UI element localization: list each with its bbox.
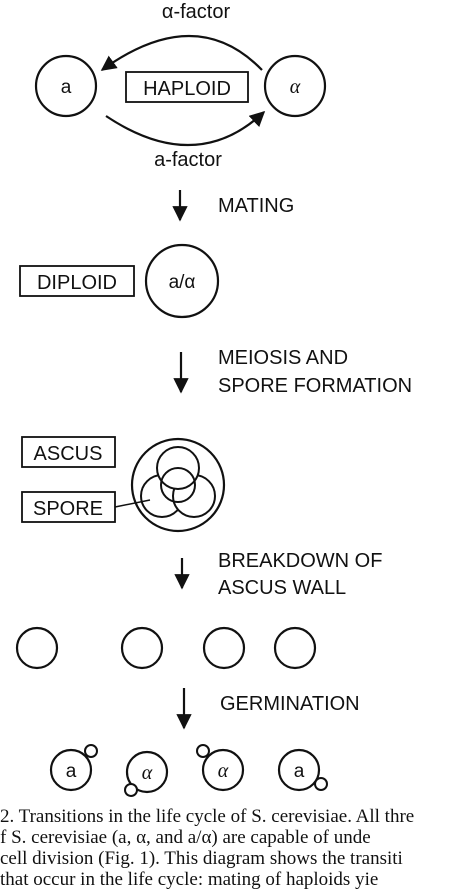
haploid-alpha-cell-label: α — [290, 76, 301, 98]
free-spore — [120, 626, 164, 670]
haploid-alpha-cell — [263, 54, 327, 118]
ascus-label: ASCUS — [34, 443, 103, 465]
haploid-a-cell — [34, 54, 98, 118]
meiosis-label-line1: MEIOSIS AND — [218, 347, 348, 369]
a-factor-arrow — [105, 110, 266, 147]
diploid-cell — [144, 243, 220, 319]
germination-label: GERMINATION — [220, 693, 360, 715]
germinated-cell-alpha: α — [124, 750, 169, 797]
germinated-cell-a: a — [49, 744, 98, 792]
a-factor-label: a-factor — [154, 149, 222, 171]
mating-label: MATING — [218, 195, 294, 217]
alpha-factor-label: α-factor — [162, 1, 231, 23]
diploid-cell-label: a/α — [169, 272, 196, 293]
haploid-a-cell-label: a — [61, 77, 72, 98]
caption-line: 2. Transitions in the life cycle of S. c… — [0, 806, 415, 827]
svg-text:a: a — [66, 761, 77, 782]
bud — [124, 783, 138, 797]
ascus-label-box — [21, 436, 116, 468]
germinated-cells: a α α a — [49, 744, 328, 797]
breakdown-label-line1: BREAKDOWN OF — [218, 550, 382, 572]
spore — [160, 467, 196, 503]
haploid-label-box — [125, 71, 249, 103]
caption-line: cell division (Fig. 1). This diagram sho… — [0, 848, 403, 869]
svg-text:α: α — [218, 760, 229, 782]
free-spores — [15, 626, 317, 670]
caption-line: that occur in the life cycle: mating of … — [0, 869, 379, 890]
figure-caption: 2. Transitions in the life cycle of S. c… — [0, 806, 474, 890]
spores — [140, 446, 216, 518]
bud — [314, 777, 328, 791]
svg-text:α: α — [142, 762, 153, 784]
svg-text:a: a — [294, 761, 305, 782]
spore-pointer-line — [114, 499, 151, 508]
haploid-label: HAPLOID — [143, 78, 231, 100]
free-spore — [273, 626, 317, 670]
germinated-cell-alpha: α — [196, 744, 245, 792]
free-spore — [202, 626, 246, 670]
diploid-label: DIPLOID — [37, 272, 117, 294]
alpha-factor-arrow — [100, 34, 263, 71]
free-spore — [15, 626, 59, 670]
caption-line: f S. cerevisiae (a, α, and a/α) are capa… — [0, 827, 371, 848]
bud — [196, 744, 210, 758]
meiosis-label-line2: SPORE FORMATION — [218, 375, 412, 397]
bud — [84, 744, 98, 758]
spore-label: SPORE — [33, 498, 103, 520]
breakdown-label-line2: ASCUS WALL — [218, 577, 346, 599]
germinated-cell-a: a — [277, 748, 328, 792]
diploid-label-box — [19, 265, 135, 297]
